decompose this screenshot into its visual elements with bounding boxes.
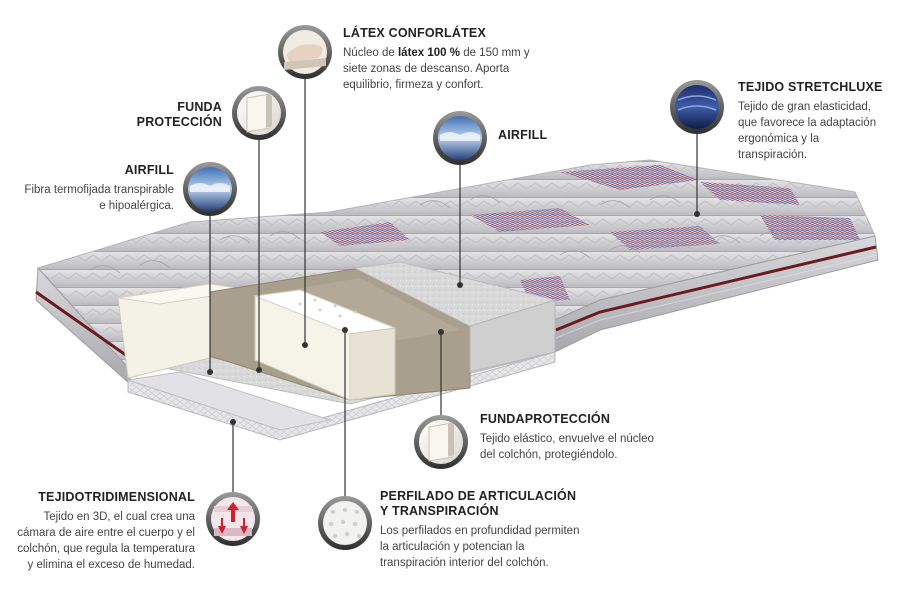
callout-funda-right: FUNDAPROTECCIÓN Tejido elástico, envuelv… [480,412,670,463]
callout-tridimensional: TEJIDOTRIDIMENSIONAL Tejido en 3D, el cu… [10,490,195,573]
stretch-fabric-icon [670,80,724,134]
callout-tridimensional-title: TEJIDOTRIDIMENSIONAL [38,490,195,504]
callout-airfill-center-title: AIRFILL [498,128,548,142]
profiled-foam-icon [318,496,372,550]
callout-latex-title: LÁTEX CONFORLÁTEX [343,26,486,40]
leader-dots [207,211,700,425]
callout-stretch: TEJIDO STRETCHLUXE Tejido de gran elasti… [738,80,888,163]
callout-airfill-left: AIRFILL Fibra termofijada transpirable e… [16,163,174,214]
callout-perfilado-title-1: PERFILADO DE ARTICULACIÓN [380,489,577,503]
callout-perfilado-title-2: Y TRANSPIRACIÓN [380,504,499,518]
callout-airfill-center: AIRFILL [498,128,578,143]
callout-stretch-title: TEJIDO STRETCHLUXE [738,80,883,94]
callout-funda-right-title: FUNDAPROTECCIÓN [480,412,611,426]
callout-latex-desc: Núcleo de látex 100 % de 150 mm y siete … [343,47,530,91]
airfill-fiber-icon [433,111,487,165]
callout-stretch-desc: Tejido de gran elasticidad, que favorece… [738,101,877,161]
callout-tridimensional-desc: Tejido en 3D, el cual crea una cámara de… [17,511,195,571]
cover-fabric-icon [414,415,468,469]
3d-fabric-icon [206,492,260,546]
callout-funda-top-title-2: PROTECCIÓN [136,115,222,129]
callout-airfill-left-desc: Fibra termofijada transpirable e hipoalé… [24,184,174,212]
leader-lines [209,79,698,497]
mattress-cutaway [117,261,556,441]
callout-latex: LÁTEX CONFORLÁTEX Núcleo de látex 100 % … [343,26,543,93]
callout-funda-top-title-1: FUNDA [177,100,222,114]
mattress-piping [555,245,877,332]
callout-funda-top: FUNDA PROTECCIÓN [110,100,222,130]
airfill-fiber-icon [183,162,237,216]
callout-perfilado: PERFILADO DE ARTICULACIÓN Y TRANSPIRACIÓ… [380,489,580,571]
callout-funda-right-desc: Tejido elástico, envuelve el núcleo del … [480,433,654,461]
latex-layer-icon [278,25,332,79]
callout-airfill-left-title: AIRFILL [124,163,174,177]
cover-fabric-icon [232,86,286,140]
callout-perfilado-desc: Los perfilados en profundidad permiten l… [380,525,580,569]
